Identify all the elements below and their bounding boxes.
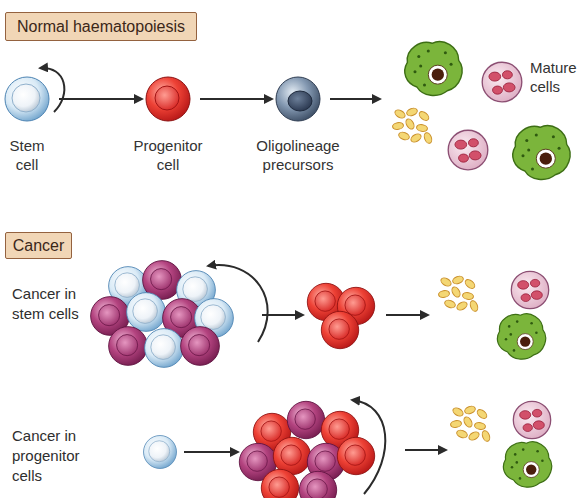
cancer-cell bbox=[109, 327, 148, 366]
cell-drawing bbox=[448, 130, 488, 170]
row-label: Cancer in stem cells bbox=[12, 284, 97, 324]
cancer-cell bbox=[299, 471, 336, 498]
progenitor-cell bbox=[337, 437, 374, 474]
oligolineage-cell: Oligolineage precursors bbox=[276, 77, 320, 121]
node-label: Progenitor cell bbox=[126, 136, 210, 174]
cell-drawing bbox=[392, 107, 433, 144]
cell-shape bbox=[146, 77, 190, 121]
flow-arrow bbox=[386, 314, 428, 316]
cell-drawing bbox=[276, 77, 320, 121]
flow-arrow bbox=[200, 98, 272, 100]
mature-cells: Mature cells bbox=[384, 36, 582, 188]
cancer-cell bbox=[287, 401, 324, 438]
flow-arrow bbox=[405, 449, 446, 451]
flow-arrow bbox=[262, 314, 303, 316]
flow-arrow bbox=[184, 451, 238, 453]
macrophage bbox=[497, 314, 545, 359]
cell-drawing bbox=[405, 42, 462, 96]
platelets bbox=[438, 275, 479, 312]
section-header: Normal haematopoiesis bbox=[5, 12, 197, 41]
granulocyte bbox=[511, 271, 548, 308]
node-label: Mature cells bbox=[530, 58, 580, 96]
stem-cell bbox=[144, 436, 177, 469]
cell-drawing bbox=[5, 77, 49, 121]
node-label: Normal haematopoiesis bbox=[17, 18, 185, 36]
node-label: Cancer bbox=[13, 237, 65, 255]
stem-cell bbox=[127, 293, 166, 332]
platelets bbox=[450, 405, 491, 442]
cell-shape bbox=[384, 36, 582, 188]
cell-drawing bbox=[513, 126, 570, 180]
cell-shape bbox=[276, 77, 320, 121]
node-label: Oligolineage precursors bbox=[248, 136, 348, 174]
cell-drawing bbox=[146, 77, 190, 121]
stem-cell: Stem cell bbox=[5, 77, 49, 121]
macrophage bbox=[503, 442, 551, 487]
cell-shape bbox=[5, 77, 49, 121]
cell-drawing bbox=[482, 62, 522, 102]
progenitor-cell: Progenitor cell bbox=[146, 77, 190, 121]
node-label: Stem cell bbox=[2, 136, 52, 174]
flow-arrow bbox=[330, 98, 380, 100]
row-label: Cancer in progenitor cells bbox=[12, 426, 97, 486]
granulocyte bbox=[513, 401, 550, 438]
cancer-cell bbox=[181, 327, 220, 366]
progenitor-cell bbox=[321, 311, 358, 348]
section-header: Cancer bbox=[5, 232, 72, 259]
progenitor-cell bbox=[261, 469, 298, 498]
stem-cell bbox=[145, 329, 184, 368]
flow-arrow bbox=[59, 98, 142, 100]
